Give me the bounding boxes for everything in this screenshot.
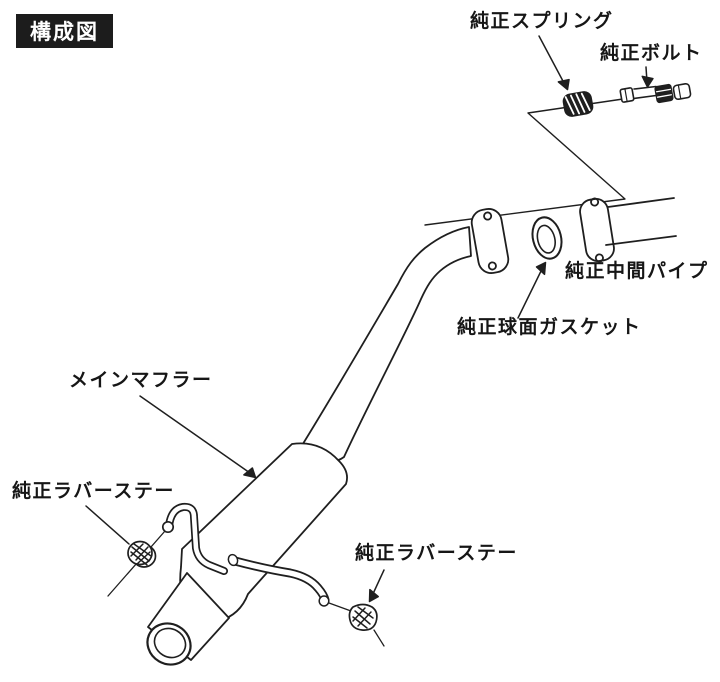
hanger-eyelet-left xyxy=(161,520,175,534)
label-genuine-intermediate-pipe: 純正中間パイプ xyxy=(565,261,709,282)
arrow-bolt xyxy=(641,66,654,88)
label-main-muffler: メインマフラー xyxy=(69,370,213,391)
hanger-rod-right xyxy=(227,553,385,647)
leader-lines xyxy=(85,35,654,603)
tail-pipe-tip-inner xyxy=(153,627,187,659)
arrow-stay-right xyxy=(368,569,385,603)
hanger-rod-right-end xyxy=(318,595,330,607)
tail-pipe xyxy=(146,572,230,666)
label-genuine-rubber-stay-right: 純正ラバーステー xyxy=(355,543,518,564)
flange-left-hole-bottom xyxy=(487,261,497,271)
bolt-drawing xyxy=(619,82,692,104)
label-genuine-spring: 純正スプリング xyxy=(470,11,614,32)
title-box: 構成図 xyxy=(16,14,113,48)
hanger-pin-right-b xyxy=(373,629,385,647)
hanger-rod-right-base xyxy=(227,553,239,567)
leader-stay-left xyxy=(85,505,130,545)
flange-right-hole-bottom xyxy=(594,253,604,263)
muffler-outlet-pipe xyxy=(299,226,472,464)
rubber-mount-right xyxy=(348,603,378,631)
rubber-mount-left xyxy=(127,540,157,568)
hanger-rod-left xyxy=(107,502,228,597)
arrow-spring xyxy=(538,35,570,91)
spring-drawing xyxy=(562,91,594,117)
label-genuine-rubber-stay-left: 純正ラバーステー xyxy=(12,481,175,502)
arrow-gasket xyxy=(517,261,547,319)
label-genuine-bolt: 純正ボルト xyxy=(600,43,703,64)
page-title: 構成図 xyxy=(30,21,99,44)
flange-left-hole-top xyxy=(483,211,493,221)
intermediate-pipe xyxy=(605,197,677,246)
flange-right-hole-top xyxy=(590,197,600,207)
spherical-gasket xyxy=(531,216,563,260)
exhaust-flange-left xyxy=(470,208,510,274)
hanger-pin-right-a xyxy=(328,602,352,612)
label-genuine-spherical-gasket: 純正球面ガスケット xyxy=(457,317,642,338)
arrow-main-muffler xyxy=(139,395,257,479)
